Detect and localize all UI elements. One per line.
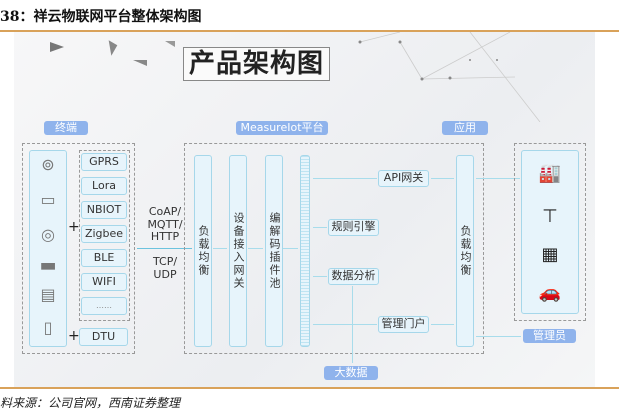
building-icon: ▦: [541, 244, 559, 265]
decor-triangle-icon: [50, 42, 64, 52]
arrow: [313, 276, 327, 277]
protocol-label: CoAP/: [148, 205, 182, 218]
codec-plugin-pool: 编解码插件池: [265, 155, 283, 347]
smoke-detector-icon: ◎: [41, 225, 55, 244]
protocol-more: ……: [81, 297, 127, 315]
rule-engine: 规则引擎: [328, 219, 379, 236]
transport-protocols-tcp: TCP/ UDP: [140, 255, 190, 281]
api-gateway: API网关: [378, 170, 429, 187]
device-gateway: 设备接入网关: [229, 155, 247, 347]
section-application-badge: 应用: [442, 121, 488, 135]
decor-network-lines: [358, 32, 541, 122]
control-panel-icon: ▤: [40, 285, 56, 304]
crane-icon: ⊤: [542, 206, 558, 227]
diagram-title: 产品架构图: [183, 47, 330, 81]
plus-icon: +: [68, 219, 80, 235]
arrow: [313, 324, 377, 325]
admin-portal: 管理门户: [378, 316, 429, 333]
big-data-badge: 大数据: [324, 366, 378, 380]
message-bus: [300, 155, 310, 347]
platform-group: [184, 143, 484, 354]
smart-meter-icon: ▭: [40, 190, 56, 209]
arrow: [213, 248, 227, 249]
protocol-nbiot: NBIOT: [81, 201, 127, 219]
dtu-box: DTU: [79, 328, 128, 346]
arrow: [476, 178, 520, 179]
factory-icon: 🏭: [538, 163, 562, 184]
arrow: [476, 336, 521, 337]
decor-triangle-icon: [165, 41, 175, 47]
section-terminal-badge: 终端: [44, 121, 88, 135]
gas-detector-icon: ⊚: [41, 155, 55, 174]
protocol-label: UDP: [153, 267, 177, 281]
figure-title: 38：祥云物联网平台整体架构图: [0, 9, 202, 25]
load-balancer-right: 负载均衡: [456, 155, 474, 347]
arrow: [431, 178, 454, 179]
sensor-icon: ▯: [43, 318, 53, 337]
protocol-wifi: WIFI: [81, 273, 127, 291]
keypad-icon: ▬: [39, 255, 57, 276]
decor-triangle-icon: [133, 60, 147, 66]
car-icon: 🚗: [538, 282, 562, 303]
arrow: [248, 248, 263, 249]
protocol-label: TCP/: [152, 255, 178, 268]
source-note: 料来源：公司官网，西南证券整理: [0, 396, 181, 410]
load-balancer-left: 负载均衡: [194, 155, 212, 347]
arrow: [283, 248, 298, 249]
transport-protocols: CoAP/ MQTT/ HTTP: [140, 205, 190, 264]
bidirectional-arrow: [137, 248, 192, 249]
arrow: [313, 178, 377, 179]
admin-badge: 管理员: [523, 329, 576, 343]
protocol-label: MQTT/: [147, 217, 183, 231]
application-panel: [521, 150, 579, 314]
terminal-group: [22, 143, 135, 354]
protocol-label: HTTP: [150, 230, 180, 243]
divider: [0, 387, 619, 389]
protocol-zigbee: Zigbee: [81, 225, 127, 243]
plus-icon: +: [68, 328, 80, 344]
protocol-group: [79, 150, 130, 321]
arrow: [431, 324, 454, 325]
arrow: [313, 227, 327, 228]
device-panel: [29, 150, 67, 347]
section-platform-badge: MeasureIot平台: [236, 121, 328, 135]
protocol-lora: Lora: [81, 177, 127, 195]
data-analysis: 数据分析: [328, 268, 379, 285]
divider: [0, 30, 619, 32]
protocol-gprs: GPRS: [81, 153, 127, 171]
application-group: [514, 143, 586, 321]
protocol-ble: BLE: [81, 249, 127, 267]
